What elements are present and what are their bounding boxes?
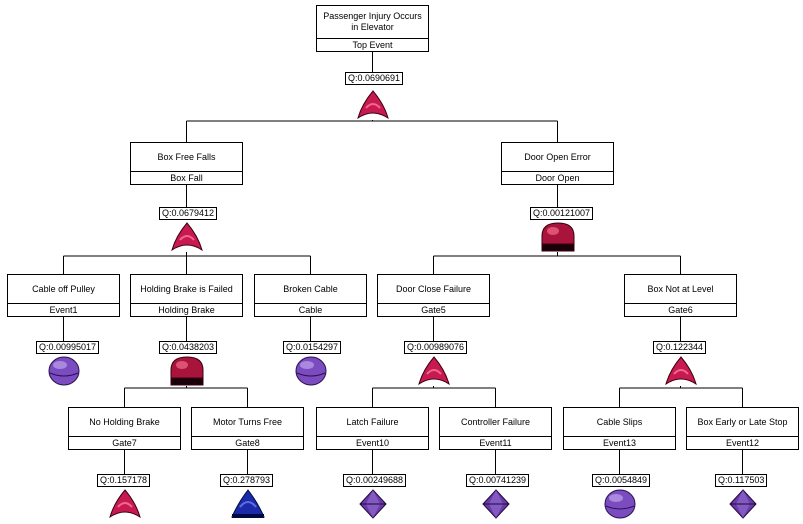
probability-label: Q:0.00249688 [343, 474, 407, 487]
node-description: Controller Failure [460, 416, 531, 427]
node-name: Holding Brake [131, 303, 242, 316]
probability-label: Q:0.122344 [653, 341, 707, 354]
or-gate-icon[interactable] [416, 356, 452, 391]
node-name: Gate7 [69, 436, 180, 449]
or-gate-icon[interactable] [169, 222, 205, 257]
probability-label: Q:0.157178 [97, 474, 151, 487]
probability-label: Q:0.00121007 [530, 207, 594, 220]
or-gate-icon[interactable] [355, 90, 391, 125]
node-name: Top Event [317, 38, 428, 51]
connector-lines [63, 52, 743, 505]
node-description: Cable Slips [596, 416, 643, 427]
node-name: Event1 [8, 303, 119, 316]
node-name: Gate8 [192, 436, 303, 449]
node-description: Passenger Injury Occurs in Elevator [323, 11, 422, 32]
node-description: Box Early or Late Stop [697, 416, 788, 427]
basic-event-icon[interactable] [295, 356, 327, 391]
node-name: Box Fall [131, 171, 242, 184]
node-description: Latch Failure [346, 416, 399, 427]
node-description: Box Free Falls [157, 151, 216, 162]
node-description: Broken Cable [283, 283, 338, 294]
probability-label: Q:0.0679412 [159, 207, 218, 220]
probability-label: Q:0.0054849 [592, 474, 651, 487]
probability-label: Q:0.0438203 [159, 341, 218, 354]
node-name: Gate5 [378, 303, 489, 316]
node-description: Door Close Failure [395, 283, 472, 294]
node-description: Holding Brake is Failed [140, 283, 233, 294]
probability-label: Q:0.00989076 [404, 341, 468, 354]
node-description: Door Open Error [524, 151, 591, 162]
and-gate-icon[interactable] [538, 222, 578, 257]
probability-label: Q:0.278793 [220, 474, 274, 487]
node-name: Event12 [687, 436, 798, 449]
node-description: Box Not at Level [647, 283, 714, 294]
node-description: No Holding Brake [89, 416, 160, 427]
probability-label: Q:0.00741239 [466, 474, 530, 487]
node-name: Gate6 [625, 303, 736, 316]
node-name: Event11 [440, 436, 551, 449]
probability-label: Q:0.0154297 [283, 341, 342, 354]
and-gate-icon[interactable] [167, 356, 207, 391]
probability-label: Q:0.117503 [715, 474, 768, 487]
probability-label: Q:0.0690691 [345, 72, 404, 85]
or-gate-icon[interactable] [663, 356, 699, 391]
node-description: Motor Turns Free [212, 416, 283, 427]
node-name: Event13 [564, 436, 675, 449]
probability-label: Q:0.00995017 [36, 341, 100, 354]
node-name: Cable [255, 303, 366, 316]
node-name: Event10 [317, 436, 428, 449]
node-description: Cable off Pulley [32, 283, 95, 294]
basic-event-icon[interactable] [48, 356, 80, 391]
node-name: Door Open [502, 171, 613, 184]
